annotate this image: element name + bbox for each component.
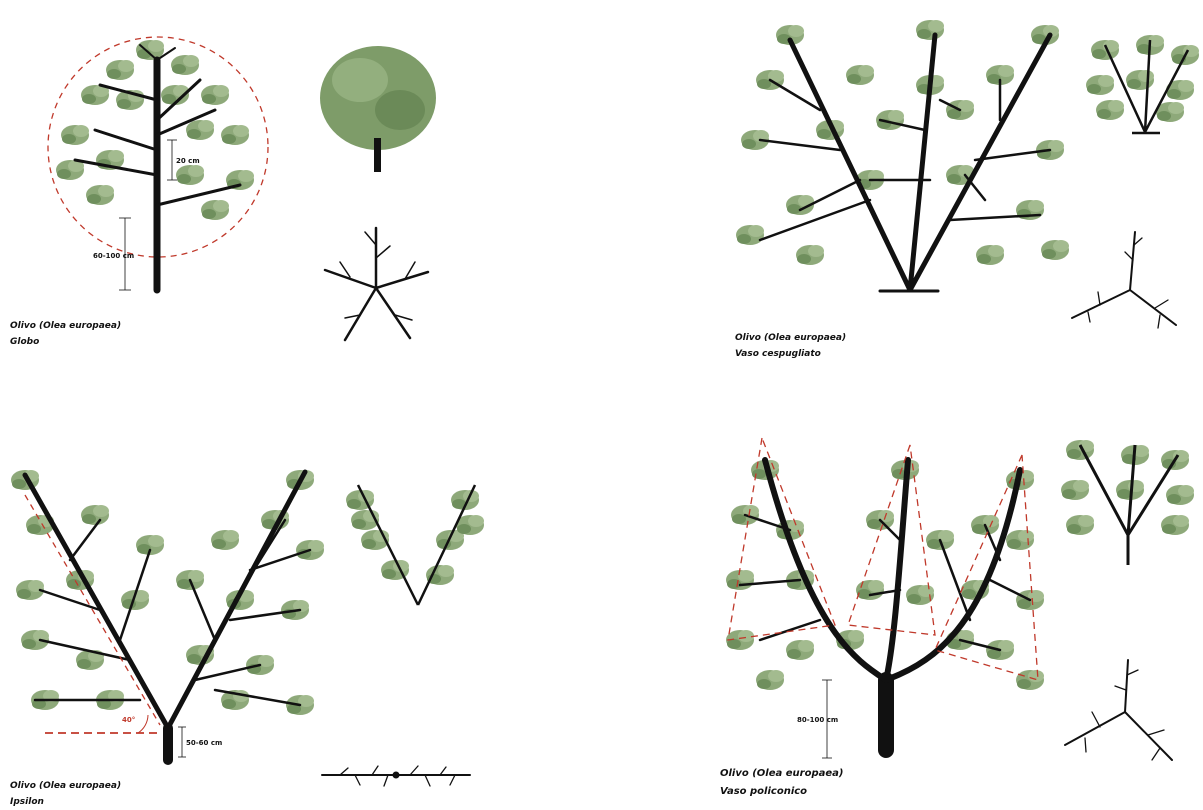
- globo-side-view: 20 cm 60-100 cm: [48, 37, 268, 290]
- ipsilon-caption-species: Olivo (Olea europaea): [10, 778, 121, 794]
- ipsilon-silhouette: [346, 485, 484, 605]
- policonico-top-view: [1065, 660, 1172, 760]
- globo-caption: Olivo (Olea europaea) Globo: [10, 318, 121, 350]
- ipsilon-caption-form: Ipsilon: [10, 794, 121, 810]
- ipsilon-dimension: 50-60 cm: [178, 727, 222, 757]
- globo-dimension-lower: 60-100 cm: [93, 218, 134, 290]
- vaso-policonico-panel: 80-100 cm: [726, 438, 1194, 760]
- vaso-cespugliato-panel: [736, 20, 1199, 328]
- cespugliato-top-view: [1072, 232, 1176, 328]
- cespugliato-caption-species: Olivo (Olea europaea): [735, 330, 846, 346]
- ipsilon-foliage: [11, 470, 324, 715]
- globo-silhouette: [320, 46, 436, 172]
- policonico-silhouette: [1061, 440, 1194, 565]
- vaso-cespugliato-caption: Olivo (Olea europaea) Vaso cespugliato: [735, 330, 846, 362]
- policonico-branches: [740, 460, 1030, 750]
- globo-dim-upper-label: 20 cm: [176, 157, 200, 165]
- ipsilon-panel: 40° 50-60 cm: [11, 470, 484, 786]
- policonico-dim-height-label: 80-100 cm: [797, 716, 838, 724]
- globo-panel: 20 cm 60-100 cm: [48, 37, 436, 340]
- globo-top-view: [325, 228, 428, 340]
- globo-dim-lower-label: 60-100 cm: [93, 252, 134, 260]
- cespugliato-caption-form: Vaso cespugliato: [735, 346, 846, 362]
- policonico-dimension: 80-100 cm: [797, 680, 838, 758]
- ipsilon-caption: Olivo (Olea europaea) Ipsilon: [10, 778, 121, 810]
- policonico-caption-species: Olivo (Olea europaea): [720, 765, 843, 783]
- globo-caption-form: Globo: [10, 334, 121, 350]
- cespugliato-silhouette: [1086, 35, 1199, 133]
- ipsilon-angle-label: 40°: [122, 716, 135, 724]
- ipsilon-dim-height-label: 50-60 cm: [186, 739, 222, 747]
- vaso-policonico-caption: Olivo (Olea europaea) Vaso policonico: [720, 765, 843, 801]
- ipsilon-top-view: [322, 766, 470, 786]
- globo-caption-species: Olivo (Olea europaea): [10, 318, 121, 334]
- policonico-caption-form: Vaso policonico: [720, 783, 843, 801]
